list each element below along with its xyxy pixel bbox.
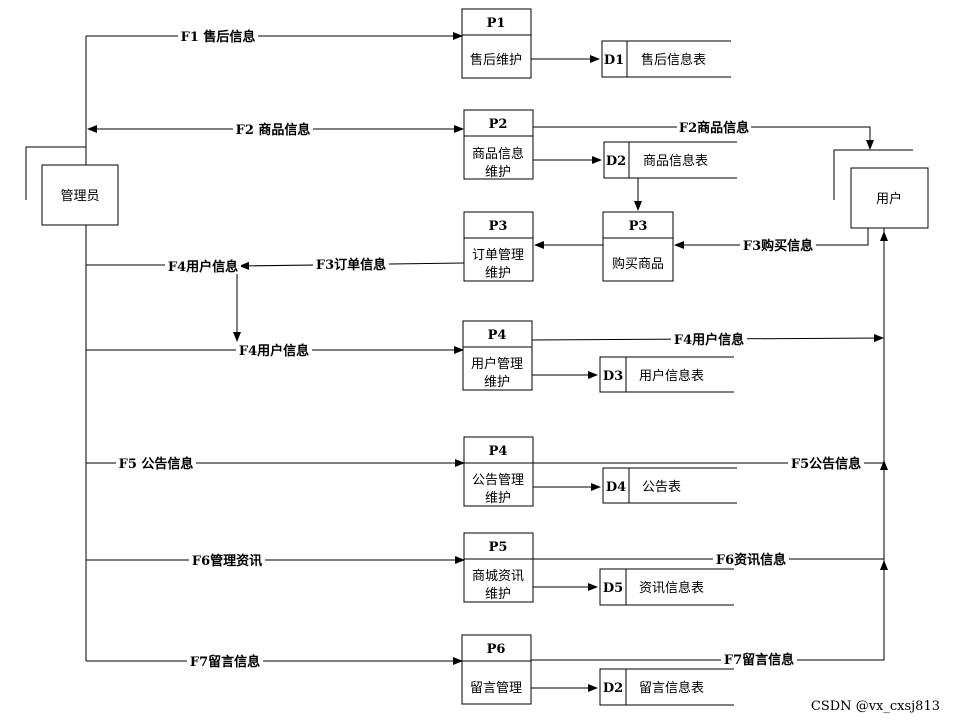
flow-f3-order-label: F3订单信息 — [316, 257, 386, 273]
flow-f6-user-label: F6资讯信息 — [716, 552, 786, 568]
store-d1 — [601, 40, 731, 78]
process-p4-notice-name-1: 公告管理 — [472, 473, 524, 488]
store-d3-id: D3 — [603, 369, 623, 384]
flow-f7-user-label: F7留言信息 — [724, 652, 794, 668]
flow-f4-right-label: F4用户信息 — [674, 332, 744, 348]
store-d4-name: 公告表 — [642, 480, 681, 495]
flow-f3-purchase — [674, 228, 869, 249]
user-entity — [833, 149, 929, 229]
process-p3-order-id: P3 — [489, 219, 508, 234]
user-label: 用户 — [876, 191, 902, 207]
process-p6 — [461, 634, 532, 705]
store-d5-name: 资讯信息表 — [639, 580, 704, 596]
store-d3-name: 用户信息表 — [639, 368, 704, 384]
flow-f7-admin-label: F7留言信息 — [190, 654, 260, 670]
store-d2-goods-id: D2 — [606, 154, 626, 169]
store-d3 — [599, 356, 734, 393]
store-d4 — [602, 467, 737, 504]
process-p2-name-1: 商品信息 — [472, 146, 524, 162]
flow-f6-admin-label: F6管理资讯 — [192, 553, 262, 569]
process-p4-user-name-1: 用户管理 — [471, 356, 523, 372]
process-p5-id: P5 — [489, 540, 508, 555]
flow-f2-admin-label: F2 商品信息 — [236, 122, 311, 138]
process-p4-user — [462, 320, 533, 391]
process-p3-purchase-name: 购买商品 — [612, 256, 664, 272]
store-d1-name: 售后信息表 — [641, 52, 706, 68]
store-d2-goods — [603, 141, 737, 179]
process-p5 — [463, 532, 534, 603]
process-p6-name: 留言管理 — [470, 681, 522, 696]
store-d5 — [599, 568, 734, 606]
process-p3-purchase-id: P3 — [629, 219, 648, 234]
process-p4-notice-name-2: 维护 — [485, 491, 511, 506]
flow-f5-user-label: F5公告信息 — [791, 456, 861, 472]
process-p5-name-1: 商城资讯 — [472, 569, 524, 584]
flow-f4-left-label: F4用户信息 — [168, 259, 238, 275]
store-d1-id: D1 — [604, 53, 624, 68]
flow-f3-purchase-label: F3购买信息 — [743, 238, 813, 254]
process-p4-notice — [463, 436, 534, 507]
admin-entity — [25, 146, 119, 226]
flow-f2-user — [533, 126, 874, 150]
store-d2-message-name: 留言信息表 — [639, 680, 704, 696]
process-p1 — [461, 8, 532, 79]
process-p3-order-name-1: 订单管理 — [472, 248, 524, 263]
flow-f2-user-label: F2商品信息 — [679, 120, 749, 136]
process-p3-purchase — [602, 211, 674, 282]
store-d2-message — [599, 668, 734, 706]
store-d2-message-id: D2 — [603, 681, 623, 696]
process-p2-name-2: 维护 — [485, 165, 511, 180]
process-p5-name-2: 维护 — [485, 587, 511, 602]
store-d2-goods-name: 商品信息表 — [643, 153, 708, 169]
flow-f7-user — [531, 659, 885, 661]
process-p4-user-id: P4 — [488, 328, 507, 343]
process-p3-order-name-2: 维护 — [485, 266, 511, 281]
watermark: CSDN @vx_cxsj813 — [811, 699, 940, 714]
process-p4-user-name-2: 维护 — [484, 375, 510, 390]
process-p2-id: P2 — [489, 117, 508, 132]
admin-label: 管理员 — [60, 189, 99, 204]
process-p2 — [463, 109, 534, 180]
process-p3-order — [463, 211, 534, 282]
process-p4-notice-id: P4 — [489, 444, 508, 459]
flow-f4-mid-label: F4用户信息 — [239, 343, 309, 359]
process-p6-id: P6 — [487, 642, 506, 657]
process-p1-name: 售后维护 — [470, 52, 522, 68]
flow-f1-label: F1 售后信息 — [181, 29, 256, 45]
store-d4-id: D4 — [606, 480, 626, 495]
store-d5-id: D5 — [603, 581, 623, 596]
process-p1-id: P1 — [487, 16, 506, 31]
flow-f5-admin-label: F5 公告信息 — [119, 456, 194, 472]
